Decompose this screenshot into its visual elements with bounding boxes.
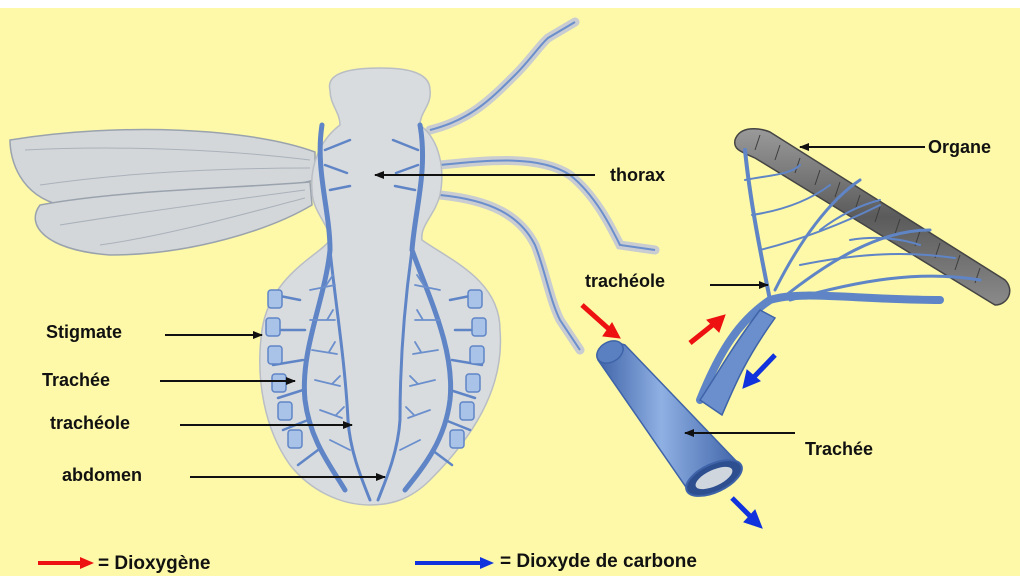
label-thorax: thorax [610,166,665,184]
label-tracheole-left: trachéole [50,414,130,432]
background-panel [0,8,1020,576]
label-abdomen: abdomen [62,466,142,484]
label-tracheole-right: trachéole [585,272,665,290]
legend-co2-label: = Dioxyde de carbone [500,552,697,571]
label-trachee-right: Trachée [805,440,873,458]
label-trachee-left: Trachée [42,371,110,389]
label-stigmate: Stigmate [46,323,122,341]
legend-oxygen-label: = Dioxygène [98,554,210,573]
label-organe: Organe [928,138,991,156]
